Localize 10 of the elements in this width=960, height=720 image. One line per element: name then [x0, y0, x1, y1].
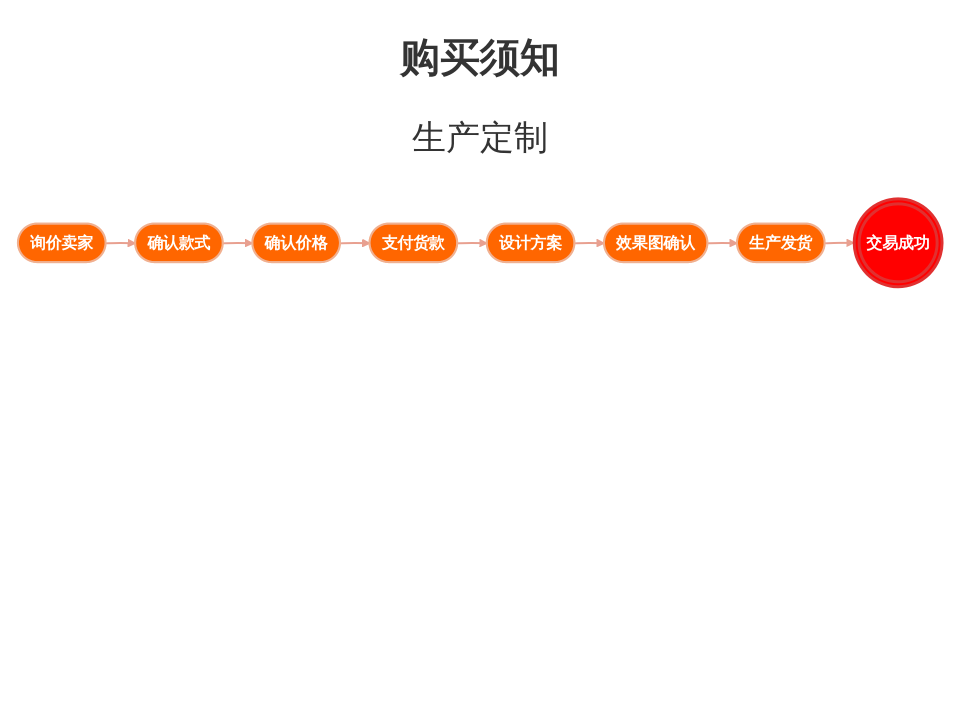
- arrow: [825, 238, 855, 248]
- node-circle: 交易成功: [852, 197, 944, 288]
- arrow: [458, 238, 488, 248]
- arrow: [340, 238, 370, 248]
- title: 购买须知: [398, 34, 561, 83]
- arrow: [106, 238, 136, 248]
- arrow: [574, 238, 605, 248]
- arrow: [708, 238, 738, 248]
- arrow: [223, 238, 254, 248]
- center-label: 生产定制: [412, 118, 548, 158]
